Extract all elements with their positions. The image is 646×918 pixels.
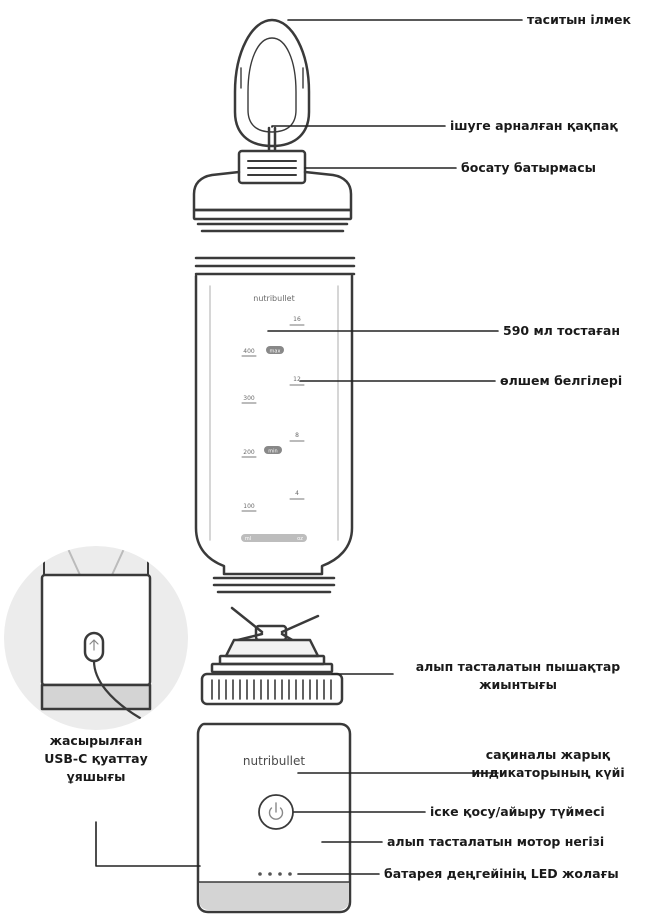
label-usb-line3: ұяшығы: [66, 769, 126, 784]
min-badge-text: min: [268, 449, 277, 455]
ml-mark-200: 200: [243, 449, 255, 456]
oz-mark-4: 4: [295, 490, 299, 497]
battery-led-bar: [258, 872, 292, 876]
fill-bar-left-text: ml: [245, 536, 251, 542]
label-drink-lid: ішуге арналған қақпақ: [450, 118, 618, 133]
label-usb-port: жасырылған USB-C қуаттау ұяшығы: [6, 732, 186, 786]
label-carry-loop: таситын ілмек: [527, 12, 632, 27]
oz-mark-8: 8: [295, 432, 299, 439]
label-power-button: іске қосу/айыру түймесі: [430, 804, 605, 819]
label-ring-light: сақиналы жарық индикаторының күйі: [458, 746, 638, 782]
carry-loop: [233, 18, 311, 148]
drink-lid: [237, 126, 307, 185]
min-badge: [264, 446, 282, 454]
label-usb-line2: USB-C қуаттау: [44, 751, 148, 766]
label-battery-led: батарея деңгейінің LED жолағы: [384, 866, 619, 881]
ml-mark-400: 400: [243, 348, 255, 355]
label-blade-assembly: алып тасталатын пышақтар жиынтығы: [398, 658, 638, 694]
oz-mark-12: 12: [293, 376, 301, 383]
ml-mark-300: 300: [243, 395, 255, 402]
cup-lid: [192, 170, 353, 233]
max-badge: [266, 346, 284, 354]
power-button[interactable]: [258, 794, 294, 830]
max-badge-text: max: [270, 349, 281, 355]
blade-assembly: [200, 606, 344, 706]
label-blade-line1: алып тасталатын пышақтар: [415, 659, 621, 674]
measure-ticks: [241, 324, 305, 512]
label-motor-base: алып тасталатын мотор негізі: [387, 834, 605, 849]
oz-mark-16: 16: [293, 316, 301, 323]
label-ring-line1: сақиналы жарық: [485, 747, 611, 762]
label-blade-line2: жиынтығы: [479, 677, 557, 692]
label-release-button: босату батырмасы: [461, 160, 596, 175]
label-usb-line1: жасырылған: [49, 733, 143, 748]
blade-grip: [211, 679, 332, 700]
motor-base: [196, 722, 352, 914]
cup-body: [194, 256, 356, 594]
fill-bar-right-text: oz: [297, 536, 303, 542]
usb-inset: [4, 546, 188, 730]
leader-lines: [95, 19, 523, 875]
base-brand-text: nutribullet: [243, 754, 305, 768]
power-icon: [268, 802, 284, 820]
label-measure-marks: өлшем белгілері: [500, 373, 623, 388]
label-ring-line2: индикаторының күйі: [471, 765, 625, 780]
fill-bar: [241, 534, 307, 542]
ml-mark-100: 100: [243, 503, 255, 510]
cup-brand-text: nutribullet: [253, 294, 294, 303]
label-cup-590: 590 мл тостаған: [503, 323, 620, 338]
